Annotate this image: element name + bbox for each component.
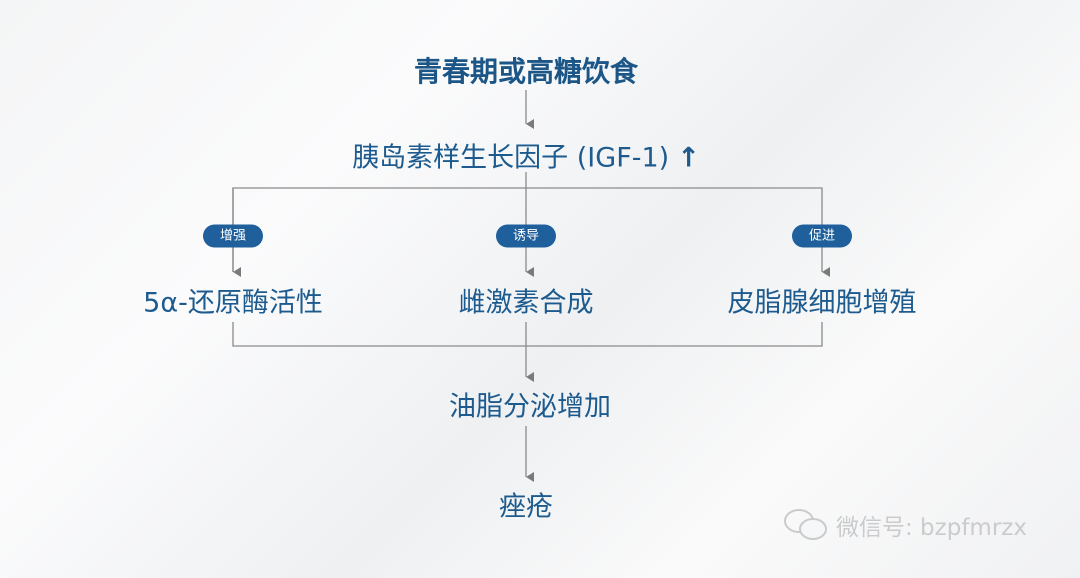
node-estrogen: 雌激素合成 bbox=[458, 287, 594, 319]
watermark: 微信号: bzpfmrzx bbox=[782, 508, 1027, 542]
arrow-up-icon: ↑ bbox=[677, 142, 700, 174]
igf-label: 胰岛素样生长因子 (IGF-1) bbox=[352, 142, 670, 174]
node-5a-reductase: 5α-还原酶活性 bbox=[143, 287, 323, 319]
node-cause: 青春期或高糖饮食 bbox=[413, 55, 639, 88]
label-promote: 促进 bbox=[792, 224, 852, 248]
node-sebum: 油脂分泌增加 bbox=[449, 391, 611, 423]
label-enhance: 增强 bbox=[203, 224, 263, 248]
branch-bracket-bottom bbox=[232, 322, 823, 347]
label-induce: 诱导 bbox=[496, 224, 556, 248]
node-igf: 胰岛素样生长因子 (IGF-1)↑ bbox=[352, 136, 700, 175]
watermark-text: 微信号: bzpfmrzx bbox=[836, 515, 1027, 541]
node-acne: 痤疮 bbox=[499, 491, 553, 523]
node-sebocyte: 皮脂腺细胞增殖 bbox=[727, 287, 917, 319]
wechat-icon bbox=[784, 509, 827, 540]
